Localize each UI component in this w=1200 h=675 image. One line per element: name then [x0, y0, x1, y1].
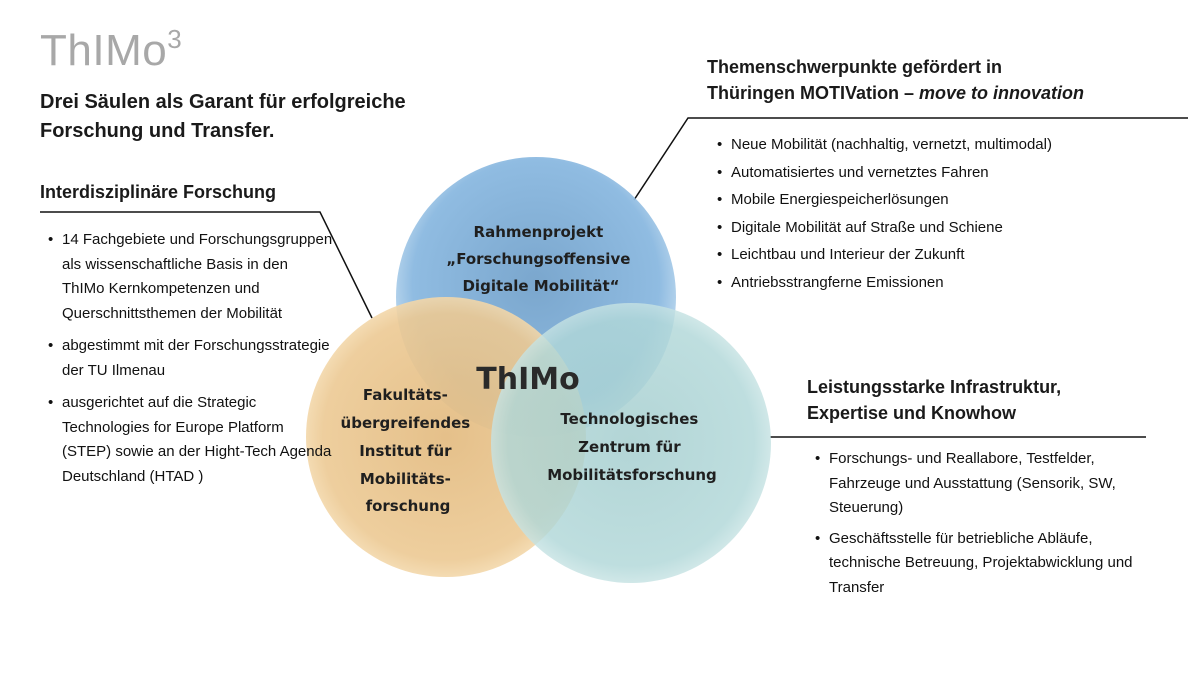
list-item: 14 Fachgebiete und Forschungsgruppen als…	[48, 228, 333, 326]
bottom-right-heading-line2: Expertise und Knowhow	[807, 403, 1017, 423]
venn-right-label: Technologisches Zentrum für Mobilitätsfo…	[547, 410, 717, 484]
list-item: Mobile Energiespeicherlösungen	[717, 186, 1177, 214]
venn-left-line: Institut für	[359, 442, 452, 460]
list-item: Geschäftsstelle für betriebliche Abläufe…	[815, 527, 1155, 601]
bottom-right-heading: Leistungsstarke Infrastruktur, Expertise…	[807, 374, 1167, 426]
logo-superscript: 3	[167, 24, 183, 54]
thimo3-logo: ThIMo3	[40, 24, 183, 76]
list-item: abgestimmt mit der Forschungsstrategie d…	[48, 334, 333, 383]
left-heading: Interdisziplinäre Forschung	[40, 182, 277, 202]
top-right-heading: Themenschwerpunkte gefördert in Thüringe…	[707, 54, 1187, 106]
venn-top-line: Rahmenprojekt	[474, 223, 604, 241]
top-right-heading-line1: Themenschwerpunkte gefördert in	[707, 57, 1003, 77]
venn-left-label: Fakultäts- übergreifendes Institut für M…	[341, 386, 476, 515]
venn-right-line: Technologisches	[560, 410, 698, 428]
top-right-heading-line2: Thüringen MOTIVation – move to innovatio…	[707, 80, 1187, 106]
bottom-right-list: Forschungs- und Reallabore, Testfelder, …	[815, 447, 1155, 606]
logo-text: ThIMo	[40, 26, 168, 75]
venn-left-line: übergreifendes	[341, 414, 471, 432]
list-item: Automatisiertes und vernetztes Fahren	[717, 159, 1177, 187]
venn-left-line: Fakultäts-	[363, 386, 448, 404]
connector-top-right	[633, 117, 1188, 201]
circle-right	[491, 303, 771, 583]
venn-left-line: forschung	[366, 497, 451, 515]
venn-center-label: ThIMo	[476, 362, 579, 397]
connector-left	[40, 211, 373, 319]
venn-top-label: Rahmenprojekt „Forschungsoffensive Digit…	[446, 223, 635, 295]
venn-right-line: Mobilitätsforschung	[547, 466, 717, 484]
list-item: ausgerichtet auf die Strategic Technolog…	[48, 391, 333, 489]
left-list: 14 Fachgebiete und Forschungsgruppen als…	[48, 228, 333, 497]
list-item: Leichtbau und Interieur der Zukunft	[717, 241, 1177, 269]
page-subtitle: Drei Säulen als Garant für erfolgreiche …	[40, 91, 406, 142]
list-item: Forschungs- und Reallabore, Testfelder, …	[815, 447, 1155, 521]
bottom-right-heading-line1: Leistungsstarke Infrastruktur,	[807, 377, 1062, 397]
heading-line2-text: Thüringen MOTIVation –	[707, 83, 920, 103]
list-item: Neue Mobilität (nachhaltig, vernetzt, mu…	[717, 131, 1177, 159]
list-item: Antriebsstrangferne Emissionen	[717, 269, 1177, 297]
venn-top-line: „Forschungsoffensive	[446, 250, 630, 268]
venn-left-line: Mobilitäts-	[360, 470, 451, 488]
venn-right-line: Zentrum für	[578, 438, 681, 456]
heading-line2-italic: move to innovation	[919, 83, 1085, 103]
top-right-list: Neue Mobilität (nachhaltig, vernetzt, mu…	[717, 131, 1177, 296]
list-item: Digitale Mobilität auf Straße und Schien…	[717, 214, 1177, 242]
venn-top-line: Digitale Mobilität“	[462, 277, 619, 295]
